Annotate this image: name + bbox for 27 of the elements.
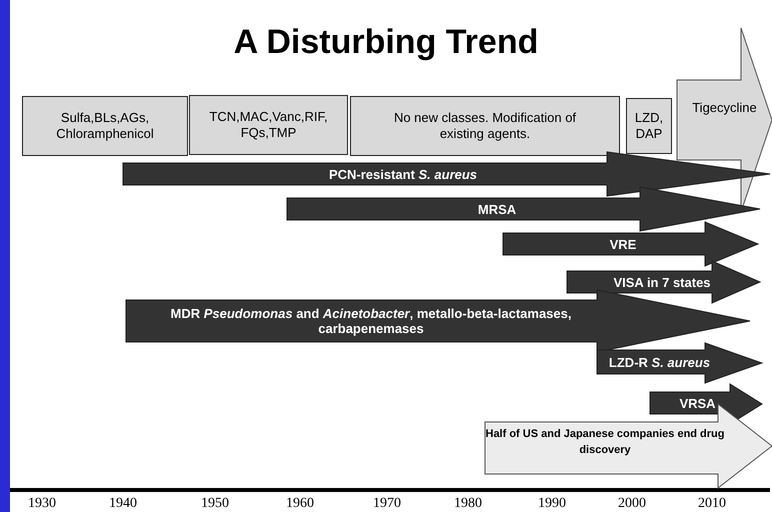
year-label: 1940 <box>109 496 137 512</box>
year-label: 1950 <box>201 496 229 512</box>
arrow-label: LZD-R S. aureus <box>608 354 712 370</box>
category-box <box>189 95 348 155</box>
box-text: LZD, DAP <box>634 110 664 142</box>
box-text: No new classes. Modification of existing agents. <box>392 110 578 142</box>
arrow-label: MRSA <box>476 202 518 216</box>
arrow-label: VRE <box>608 236 638 252</box>
category-box <box>350 96 620 156</box>
box-text: TCN,MAC,Vanc,RIF, FQs,TMP <box>208 109 329 141</box>
arrow-label: Tigecycline <box>691 100 758 116</box>
category-box <box>626 98 672 154</box>
arrow-label: PCN-resistant S. aureus <box>328 166 478 182</box>
title: A Disturbing Trend <box>232 22 540 63</box>
arrow-label: Half of US and Japanese companies end drug discovery <box>485 427 725 458</box>
year-label: 1960 <box>286 496 314 512</box>
year-label: 1980 <box>454 496 482 512</box>
arrow-label: VRSA <box>678 396 717 410</box>
arrow-label: MDR Pseudomonas and Acinetobacter, metallo-beta-lactamases, carbapenemases <box>170 306 572 336</box>
arrow-label: VISA in 7 states <box>612 274 712 290</box>
year-label: 1970 <box>373 496 401 512</box>
year-label: 2000 <box>618 496 646 512</box>
year-label: 2010 <box>698 496 726 512</box>
category-box <box>22 96 188 156</box>
box-text: Sulfa,BLs,AGs, Chloramphenicol <box>55 110 155 142</box>
year-label: 1930 <box>28 496 56 512</box>
year-label: 1990 <box>538 496 566 512</box>
